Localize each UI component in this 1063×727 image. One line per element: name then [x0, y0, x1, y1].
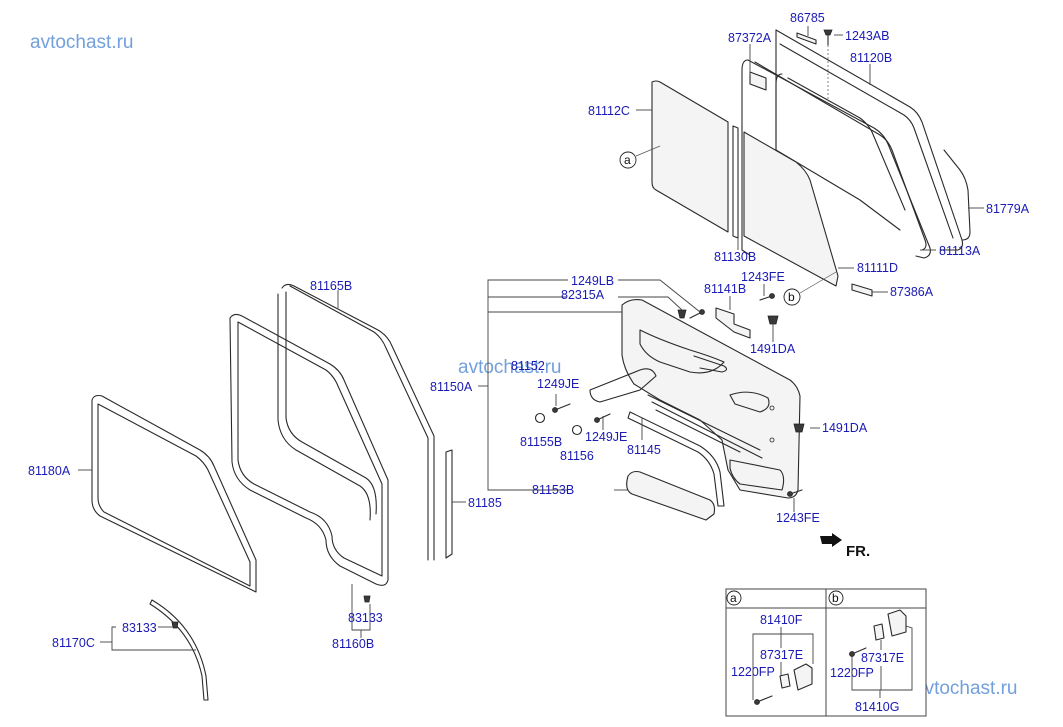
part-1249LB-screw	[689, 309, 705, 319]
part-86785-strip	[796, 32, 817, 45]
label-82315A: 82315A	[561, 288, 605, 302]
part-1249JE-screw-a	[552, 403, 571, 413]
label-83133-b: 83133	[348, 611, 383, 625]
part-81111D-door-glass	[743, 131, 839, 287]
label-81155B: 81155B	[520, 435, 562, 449]
label-81112C: 81112C	[588, 104, 630, 118]
watermark-bottom-right: avtochast.ru	[914, 678, 1018, 699]
label-81141B: 81141B	[704, 282, 746, 296]
part-81170C-wheel-seal	[149, 599, 209, 701]
detail-b-clip	[887, 609, 907, 637]
part-1491DA-clip-top	[767, 315, 779, 325]
part-81779A-strip	[943, 149, 971, 241]
part-81113A-frame-seal	[741, 59, 931, 259]
part-1243AB-screw	[823, 29, 833, 100]
part-81150A-door-trim-panel	[621, 299, 801, 499]
label-1249LB: 1249LB	[571, 274, 614, 288]
part-81160B-body-seal	[229, 313, 389, 586]
watermark-center: avtochast.ru	[458, 357, 562, 378]
label-81152: 81152	[511, 359, 545, 373]
label-81111D: 81111D	[857, 261, 898, 275]
detail-panel-b: b 87317E 1220FP 81410G	[828, 590, 913, 714]
label-1491DA-mid: 1491DA	[822, 421, 868, 435]
part-83133-clip-b	[363, 595, 371, 603]
part-81152-pull-handle	[589, 368, 657, 403]
part-81165B-door-seal	[277, 283, 435, 561]
label-81153B: 81153B	[532, 483, 574, 497]
part-83133-clip-a	[171, 621, 179, 629]
part-81180A-window-seal	[91, 394, 257, 593]
callout-b: b	[783, 271, 837, 306]
svg-text:a: a	[624, 153, 631, 167]
part-81153B-map-pocket	[626, 470, 716, 521]
part-81130B-division-channel	[732, 125, 739, 239]
label-81180A: 81180A	[28, 464, 71, 478]
part-87386A-clip	[851, 283, 873, 297]
label-1243FE-bottom: 1243FE	[776, 511, 820, 525]
label-87372A: 87372A	[728, 31, 772, 45]
detail-b-label-87317E: 87317E	[861, 651, 904, 665]
arrow-right-down-icon	[820, 533, 842, 547]
part-81145-trim-strip	[627, 411, 725, 507]
svg-text:b: b	[832, 591, 839, 605]
part-87372A-pad	[749, 71, 767, 91]
label-81779A: 81779A	[986, 202, 1030, 216]
part-1249JE-screw-b	[594, 413, 611, 423]
label-81170C: 81170C	[52, 636, 95, 650]
label-83133-a: 83133	[122, 621, 157, 635]
part-81141B-bracket	[715, 307, 751, 339]
leader-lines	[78, 26, 984, 651]
label-1249JE-b: 1249JE	[585, 430, 627, 444]
svg-text:a: a	[730, 591, 737, 605]
part-1243FE-screw-top	[759, 293, 775, 301]
label-1243FE-top: 1243FE	[741, 270, 785, 284]
part-1243FE-screw-bottom	[787, 489, 803, 497]
detail-box: a 81410F 87317E 1220FP b 87317E 1220FP 8…	[725, 588, 927, 717]
label-86785: 86785	[790, 11, 825, 25]
label-1249JE-a: 1249JE	[537, 377, 579, 391]
detail-a-label-87317E: 87317E	[760, 648, 803, 662]
label-1243AB: 1243AB	[845, 29, 889, 43]
detail-b-label-81410G: 81410G	[855, 700, 899, 714]
label-81150A: 81150A	[430, 380, 473, 394]
part-81156-cap	[571, 424, 583, 436]
detail-b-plate	[873, 623, 885, 641]
label-81113A: 81113A	[939, 244, 981, 258]
part-81112C-fixed-glass	[651, 80, 729, 233]
front-label: FR.	[846, 543, 870, 560]
label-81130B: 81130B	[714, 250, 756, 264]
label-81185: 81185	[468, 496, 502, 510]
label-81160B: 81160B	[332, 637, 374, 651]
watermark-top-left: avtochast.ru	[30, 32, 134, 53]
detail-a-plate	[779, 673, 791, 689]
label-87386A: 87386A	[890, 285, 934, 299]
callout-a: a	[619, 145, 661, 169]
detail-panel-a: a 81410F 87317E 1220FP	[726, 590, 814, 705]
detail-a-label-81410F: 81410F	[760, 613, 803, 627]
label-1491DA-top: 1491DA	[750, 342, 796, 356]
part-81155B-cap	[534, 412, 546, 424]
front-direction-marker: FR.	[820, 533, 870, 560]
label-81156: 81156	[560, 449, 594, 463]
label-81120B: 81120B	[850, 51, 892, 65]
part-81185-strip	[445, 449, 453, 559]
part-82315A-clip	[677, 309, 687, 319]
svg-text:b: b	[788, 290, 795, 304]
detail-a-clip	[793, 663, 813, 691]
part-1491DA-clip-mid	[793, 423, 805, 433]
label-81145: 81145	[627, 443, 661, 457]
label-81165B: 81165B	[310, 279, 352, 293]
